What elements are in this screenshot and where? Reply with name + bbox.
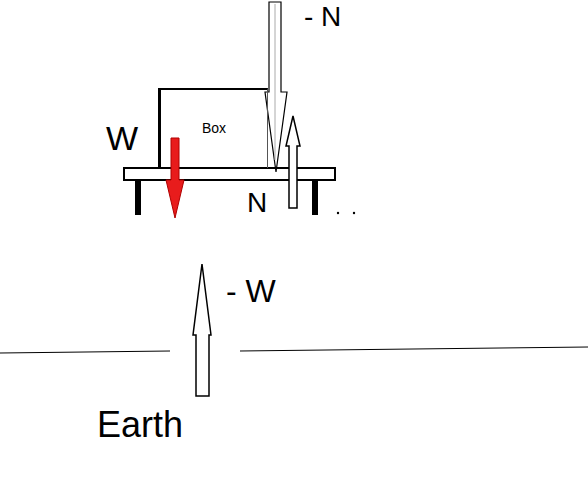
- box-node: Box: [158, 88, 268, 168]
- force-arrow: [286, 116, 300, 208]
- force-label: W: [106, 120, 138, 157]
- force-arrow: [265, 2, 287, 172]
- force-label: Earth: [97, 405, 183, 445]
- cart-wheel: [135, 181, 141, 215]
- dot: [353, 212, 355, 214]
- cart-wheel: [312, 181, 318, 215]
- dot: [337, 212, 339, 214]
- force-label: N: [247, 188, 267, 219]
- force-label: - N: [304, 2, 341, 33]
- ground-line: [0, 351, 170, 353]
- force-label: - W: [226, 274, 276, 309]
- ground-line: [240, 347, 588, 351]
- cart-platform: [124, 168, 335, 180]
- box-label: Box: [202, 121, 226, 136]
- weight-arrow: [166, 138, 184, 218]
- arrow-shade: [275, 4, 276, 160]
- force-arrow: [193, 264, 211, 396]
